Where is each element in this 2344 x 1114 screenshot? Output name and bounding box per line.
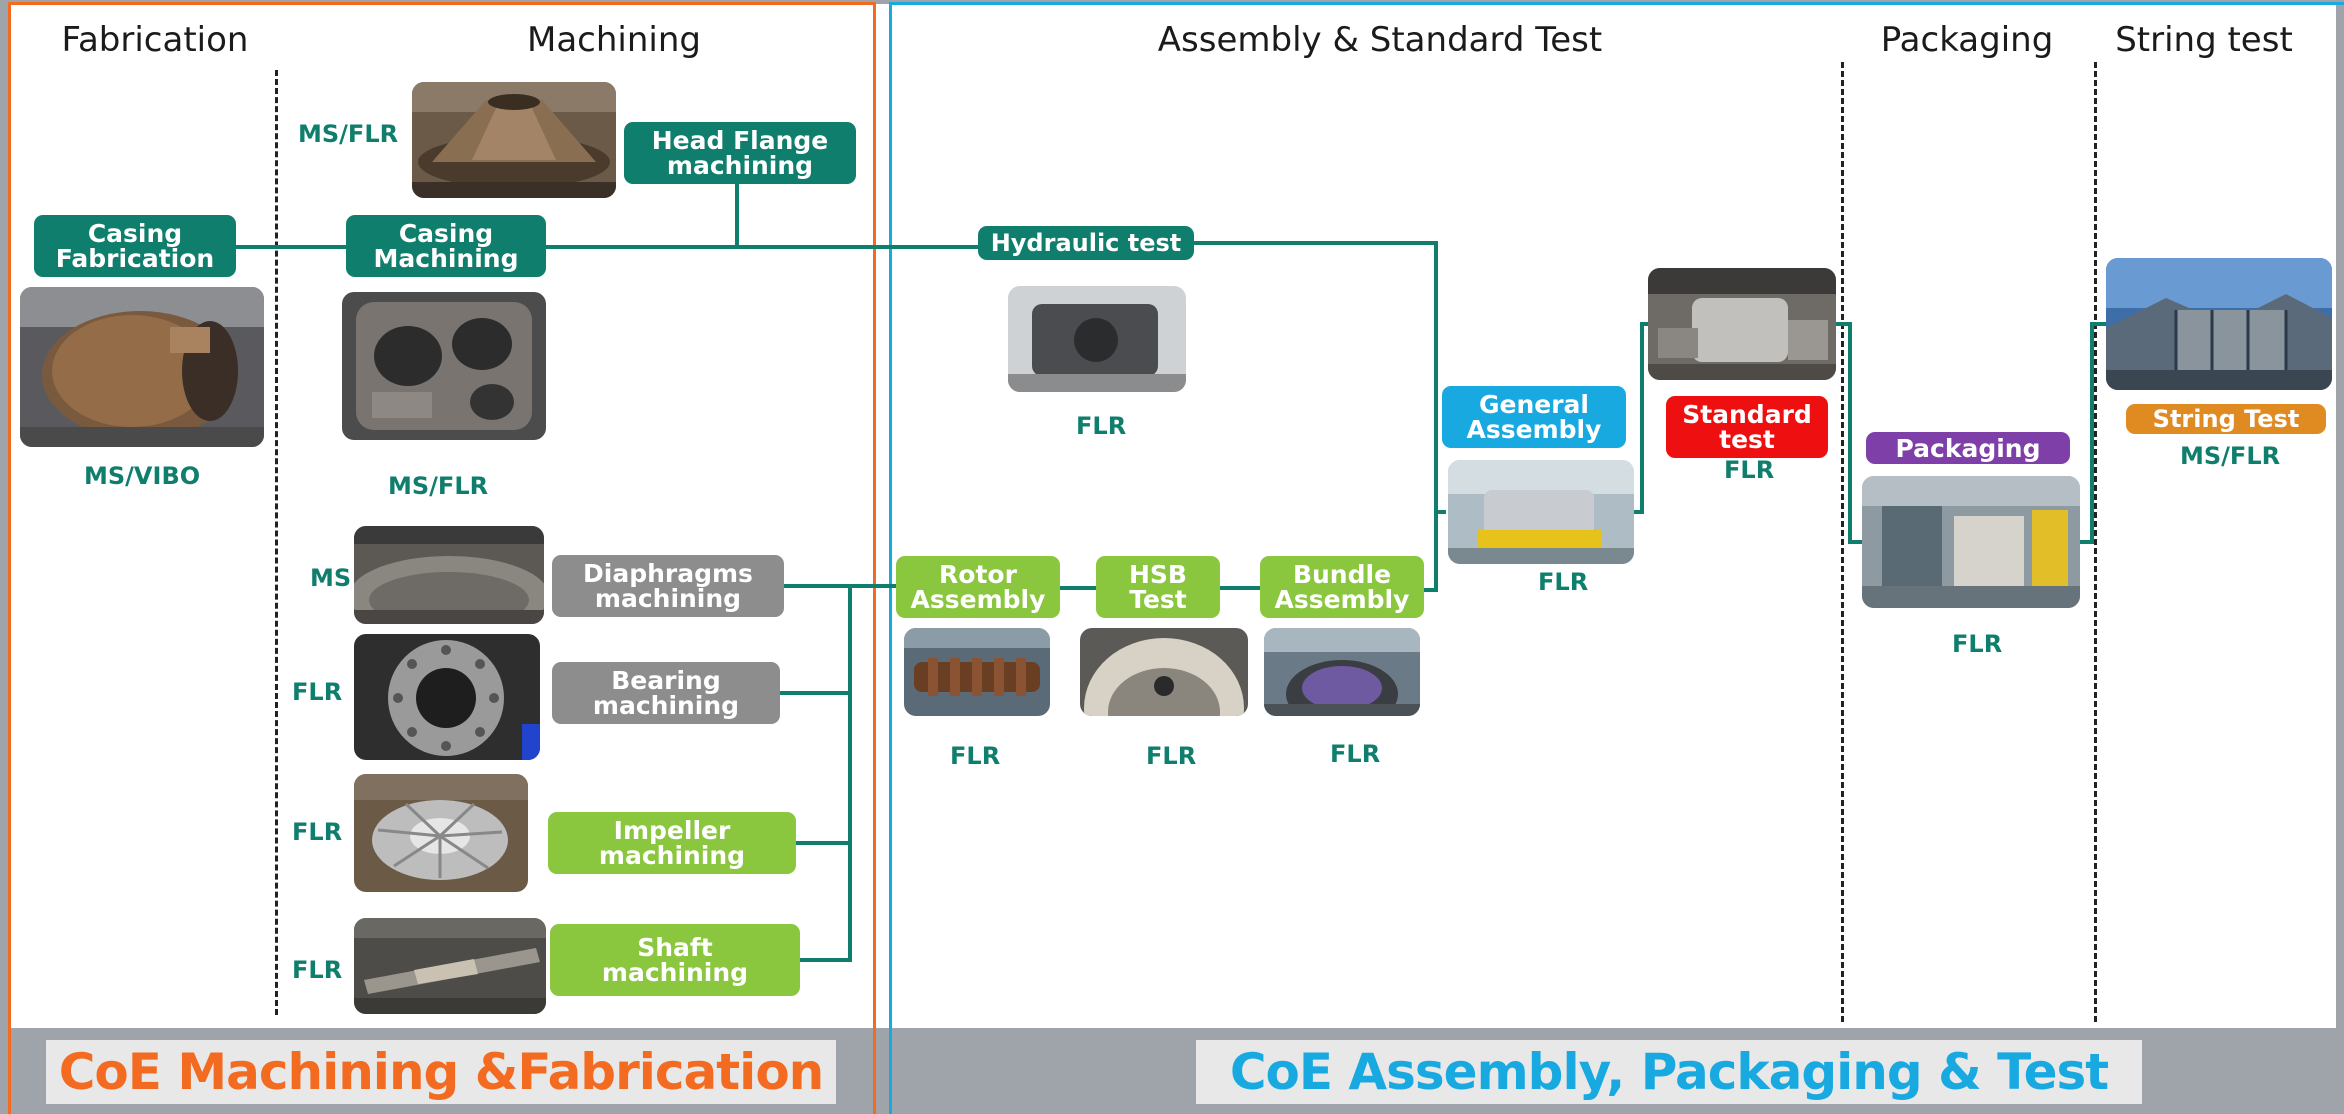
impeller-photo <box>354 774 528 892</box>
connector-standard-to-packaging <box>1836 322 1862 544</box>
location-diaphragms: MS <box>310 564 352 592</box>
casing-machining-photo <box>342 292 546 440</box>
connector-packaging-to-string <box>2080 322 2106 544</box>
location-bearing: FLR <box>292 678 343 706</box>
coe-assembly-packaging-test-frame <box>889 2 2344 1114</box>
header-fabrication: Fabrication <box>61 20 249 60</box>
bundle-assembly-box: Bundle Assembly <box>1260 556 1424 618</box>
location-rotor-assembly: FLR <box>950 742 1001 770</box>
fabrication-machining-separator <box>275 70 278 1015</box>
standard-test-photo <box>1648 268 1836 380</box>
location-general-assembly: FLR <box>1538 568 1589 596</box>
bearing-photo <box>354 634 540 760</box>
location-hydraulic-test: FLR <box>1076 412 1127 440</box>
casing-fabrication-photo <box>20 287 264 447</box>
head-flange-photo <box>412 82 616 198</box>
string-test-box: String Test <box>2126 404 2326 434</box>
hydraulic-test-box: Hydraulic test <box>978 226 1194 260</box>
location-head-flange: MS/FLR <box>298 120 399 148</box>
location-shaft: FLR <box>292 956 343 984</box>
coe-machining-fabrication-banner: CoE Machining & Fabrication <box>46 1040 836 1104</box>
rotor-assembly-box: Rotor Assembly <box>896 556 1060 618</box>
casing-machining-box: Casing Machining <box>346 215 546 277</box>
packaging-photo <box>1862 476 2080 608</box>
location-casing-machining: MS/FLR <box>388 472 489 500</box>
connector-hydraulic-to-general <box>1194 241 1438 592</box>
shaft-photo <box>354 918 546 1014</box>
bundle-assembly-photo <box>1264 628 1420 716</box>
string-test-photo <box>2106 258 2332 390</box>
header-string-test: String test <box>2115 20 2293 60</box>
packaging-stringtest-separator <box>2094 62 2097 1022</box>
header-packaging: Packaging <box>1880 20 2054 60</box>
coe-assembly-packaging-test-banner: CoE Assembly, Packaging & Test <box>1196 1040 2142 1104</box>
bearing-machining-box: Bearing machining <box>552 662 780 724</box>
location-impeller: FLR <box>292 818 343 846</box>
impeller-machining-box: Impeller machining <box>548 812 796 874</box>
head-flange-machining-box: Head Flange machining <box>624 122 856 184</box>
shaft-machining-box: Shaft machining <box>550 924 800 996</box>
casing-fabrication-box: Casing Fabrication <box>34 215 236 277</box>
location-hsb-test: FLR <box>1146 742 1197 770</box>
packaging-box: Packaging <box>1866 432 2070 464</box>
header-assembly-standard-test: Assembly & Standard Test <box>1157 20 1603 60</box>
hydraulic-test-photo <box>1008 286 1186 392</box>
banner-left-part1: CoE Machining & <box>58 1043 519 1101</box>
header-machining: Machining <box>527 20 701 60</box>
location-string-test: MS/FLR <box>2180 442 2281 470</box>
location-standard-test: FLR <box>1724 456 1775 484</box>
standard-test-box: Standard test <box>1666 396 1828 458</box>
assembly-packaging-separator <box>1841 62 1844 1022</box>
rotor-assembly-photo <box>904 628 1050 716</box>
hsb-test-box: HSB Test <box>1096 556 1220 618</box>
connector-general-to-standard <box>1634 322 1648 514</box>
general-assembly-box: General Assembly <box>1442 386 1626 448</box>
location-packaging: FLR <box>1952 630 2003 658</box>
connector-shaft <box>800 586 852 962</box>
diaphragms-machining-box: Diaphragms machining <box>552 555 784 617</box>
coe-machining-fabrication-frame <box>8 2 876 1114</box>
general-assembly-photo <box>1448 460 1634 564</box>
location-bundle-assembly: FLR <box>1330 740 1381 768</box>
diaphragms-photo <box>354 526 544 624</box>
hsb-test-photo <box>1080 628 1248 716</box>
location-casing-fabrication: MS/VIBO <box>84 462 201 490</box>
banner-left-part2: Fabrication <box>517 1043 824 1101</box>
